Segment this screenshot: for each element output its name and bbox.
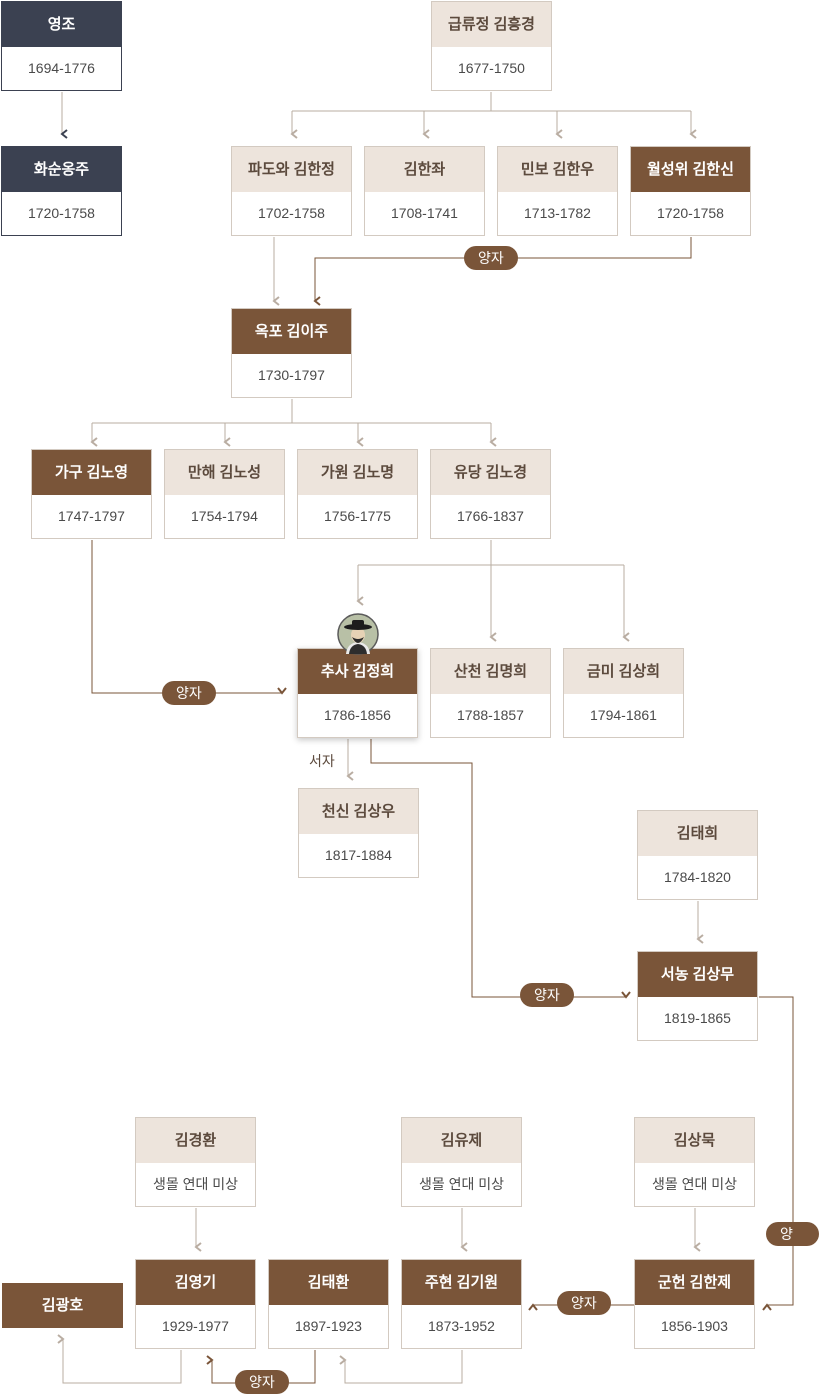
node-sangmu: 서농 김상무 1819-1865 xyxy=(637,951,758,1041)
node-years: 1677-1750 xyxy=(458,60,525,76)
node-sangmuk: 김상묵 생몰 연대 미상 xyxy=(634,1117,755,1207)
node-years: 생몰 연대 미상 xyxy=(152,1176,239,1192)
node-years: 1702-1758 xyxy=(258,205,325,221)
node-name: 김태환 xyxy=(269,1260,388,1305)
node-name: 금미 김상희 xyxy=(564,649,683,694)
node-heunggyeong: 급류정 김흥경 1677-1750 xyxy=(431,1,552,91)
node-years: 1720-1758 xyxy=(28,205,95,221)
node-years: 1929-1977 xyxy=(162,1318,229,1334)
adoption-badge: 양자 xyxy=(235,1370,289,1394)
node-years: 1730-1797 xyxy=(258,367,325,383)
node-years: 1754-1794 xyxy=(191,508,258,524)
node-name: 급류정 김흥경 xyxy=(432,2,551,47)
node-hansin: 월성위 김한신 1720-1758 xyxy=(630,146,751,236)
node-name: 만해 김노성 xyxy=(165,450,284,495)
node-years: 1756-1775 xyxy=(324,508,391,524)
node-jeonghui: 추사 김정희 1786-1856 xyxy=(297,648,418,738)
adoption-badge: 양자 xyxy=(557,1291,611,1315)
scholar-portrait-icon xyxy=(337,613,379,655)
node-myeonghui: 산천 김명희 1788-1857 xyxy=(430,648,551,738)
node-name: 유당 김노경 xyxy=(431,450,550,495)
node-hanje: 군헌 김한제 1856-1903 xyxy=(634,1259,755,1349)
link-giwon-taehwan xyxy=(339,1350,463,1384)
node-years: 1694-1776 xyxy=(28,60,95,76)
node-years: 1817-1884 xyxy=(325,847,392,863)
node-taehwan: 김태환 1897-1923 xyxy=(268,1259,389,1349)
link-sangmu-hanje-adoption xyxy=(759,996,794,1311)
adoption-badge: 양자 xyxy=(520,983,574,1007)
node-nomyeong: 가원 김노명 1756-1775 xyxy=(297,449,418,539)
node-hanjeong: 파도와 김한정 1702-1758 xyxy=(231,146,352,236)
node-sangu: 천신 김상우 1817-1884 xyxy=(298,788,419,878)
node-yuje: 김유제 생몰 연대 미상 xyxy=(401,1117,522,1207)
node-name: 주현 김기원 xyxy=(402,1260,521,1305)
node-name: 화순옹주 xyxy=(2,147,121,192)
link-noyeong-jeonghui-adoption xyxy=(91,540,287,695)
node-name: 김광호 xyxy=(3,1284,122,1327)
node-name: 파도와 김한정 xyxy=(232,147,351,192)
node-noyeong: 가구 김노영 1747-1797 xyxy=(31,449,152,539)
node-name: 군헌 김한제 xyxy=(635,1260,754,1305)
node-gwangho: 김광호 xyxy=(2,1283,123,1328)
node-name: 김태희 xyxy=(638,811,757,856)
node-name: 민보 김한우 xyxy=(498,147,617,192)
node-name: 가구 김노영 xyxy=(32,450,151,495)
node-years: 생몰 연대 미상 xyxy=(651,1176,738,1192)
node-yeongjo: 영조 1694-1776 xyxy=(1,1,122,91)
node-nogyeong: 유당 김노경 1766-1837 xyxy=(430,449,551,539)
node-years: 1856-1903 xyxy=(661,1318,728,1334)
adoption-badge: 양자 xyxy=(162,681,216,705)
node-years: 1786-1856 xyxy=(324,707,391,723)
node-name: 옥포 김이주 xyxy=(232,309,351,354)
node-name: 영조 xyxy=(2,2,121,47)
node-name: 김한좌 xyxy=(365,147,484,192)
node-gyeonghwan: 김경환 생몰 연대 미상 xyxy=(135,1117,256,1207)
node-name: 김유제 xyxy=(402,1118,521,1163)
node-name: 가원 김노명 xyxy=(298,450,417,495)
node-iju: 옥포 김이주 1730-1797 xyxy=(231,308,352,398)
node-years: 1784-1820 xyxy=(664,869,731,885)
node-years: 1788-1857 xyxy=(457,707,524,723)
link-heunggyeong-sons xyxy=(292,92,691,112)
node-giwon: 주현 김기원 1873-1952 xyxy=(401,1259,522,1349)
node-years: 1713-1782 xyxy=(524,205,591,221)
adoption-badge: 양자 xyxy=(766,1222,819,1266)
node-name: 김상묵 xyxy=(635,1118,754,1163)
node-years: 1720-1758 xyxy=(657,205,724,221)
illegitimate-son-label: 서자 xyxy=(309,753,335,769)
node-hanjwa: 김한좌 1708-1741 xyxy=(364,146,485,236)
node-yeonggi: 김영기 1929-1977 xyxy=(135,1259,256,1349)
node-name: 산천 김명희 xyxy=(431,649,550,694)
node-name: 추사 김정희 xyxy=(298,649,417,694)
node-hwasun: 화순옹주 1720-1758 xyxy=(1,146,122,236)
node-name: 천신 김상우 xyxy=(299,789,418,834)
node-sanghui: 금미 김상희 1794-1861 xyxy=(563,648,684,738)
adoption-badge: 양자 xyxy=(464,246,518,270)
node-name: 김경환 xyxy=(136,1118,255,1163)
node-years: 1747-1797 xyxy=(58,508,125,524)
link-iju-sons xyxy=(92,399,491,424)
node-years: 1794-1861 xyxy=(590,707,657,723)
node-name: 월성위 김한신 xyxy=(631,147,750,192)
node-name: 김영기 xyxy=(136,1260,255,1305)
node-years: 생몰 연대 미상 xyxy=(418,1176,505,1192)
node-taehui: 김태희 1784-1820 xyxy=(637,810,758,900)
node-years: 1897-1923 xyxy=(295,1318,362,1334)
node-years: 1819-1865 xyxy=(664,1010,731,1026)
node-years: 1873-1952 xyxy=(428,1318,495,1334)
node-years: 1766-1837 xyxy=(457,508,524,524)
link-yeonggi-gwangho xyxy=(57,1334,182,1384)
node-noseong: 만해 김노성 1754-1794 xyxy=(164,449,285,539)
node-name: 서농 김상무 xyxy=(638,952,757,997)
node-hanwoo: 민보 김한우 1713-1782 xyxy=(497,146,618,236)
link-nogyeong-sons xyxy=(358,540,624,566)
node-years: 1708-1741 xyxy=(391,205,458,221)
